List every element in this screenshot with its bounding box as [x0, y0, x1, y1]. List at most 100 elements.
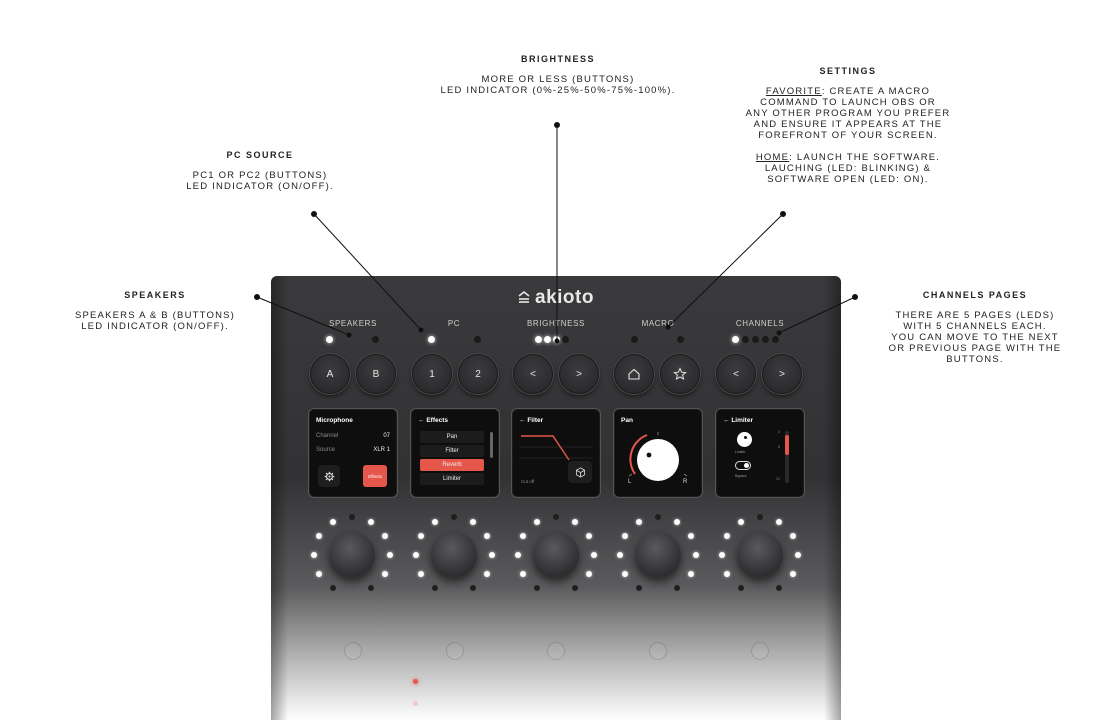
channels-next-button[interactable]: > [762, 354, 802, 394]
home-icon [628, 368, 640, 380]
effects-list-item[interactable]: Limiter [420, 473, 484, 485]
bypass-toggle[interactable] [735, 461, 751, 470]
channel-page-led [752, 336, 759, 343]
knob-ring-led [724, 571, 731, 577]
screen-title-text: Limiter [731, 417, 753, 424]
filter-type-button[interactable] [568, 461, 592, 483]
back-arrow-icon[interactable]: ← [418, 417, 427, 424]
channel-page-led [762, 336, 769, 343]
knob-ring-led [789, 533, 796, 539]
knob-ring-led [381, 533, 388, 539]
knob-ring-led [687, 533, 694, 539]
scale-bottom: 12 [776, 477, 780, 481]
annotation-line: MORE OR LESS (BUTTONS) [481, 74, 635, 85]
knob-ring-led [636, 519, 642, 526]
annotation-body: PC1 OR PC2 (BUTTONS) LED INDICATOR (ON/O… [186, 170, 334, 192]
channel-5-select-button[interactable] [751, 642, 769, 660]
brightness-led [562, 336, 569, 343]
knob-ring-led [693, 552, 699, 558]
knob-ring-led [655, 514, 661, 520]
pc1-led [428, 336, 435, 343]
gear-icon [324, 471, 334, 481]
screen-microphone: Microphone Channel 07 Source XLR 1 Effec… [309, 409, 397, 497]
channel-knob[interactable] [533, 532, 579, 578]
scrollbar[interactable] [490, 432, 493, 458]
brightness-less-button[interactable]: < [513, 354, 553, 394]
knob-ring-led [585, 571, 592, 577]
brightness-more-button[interactable]: > [559, 354, 599, 394]
channels-prev-button[interactable]: < [716, 354, 756, 394]
knob-ring-led [387, 552, 393, 558]
knob-ring-led [432, 584, 438, 591]
channel-2-select-button[interactable] [446, 642, 464, 660]
annotation-title: CHANNELS PAGES [922, 290, 1028, 300]
annotation-body: FAVORITE: CREATE A MACRO COMMAND TO LAUN… [728, 86, 968, 185]
knob-ring-led [795, 552, 801, 558]
status-led-red [413, 679, 418, 684]
knob-ring-led [674, 584, 680, 591]
favorite-button[interactable] [660, 354, 700, 394]
scale-mid: 6 [778, 445, 780, 449]
knob-ring-led [719, 552, 725, 558]
source-value: XLR 1 [373, 447, 390, 453]
scale-top: 0 [778, 430, 780, 434]
annotation-channels-pages: CHANNELS PAGES THERE ARE 5 PAGES (LEDS) … [860, 290, 1090, 365]
knob-ring-led [451, 514, 457, 520]
knob-ring-led [636, 584, 642, 591]
knob-ring-led [585, 533, 592, 539]
knob-ring-led [591, 552, 597, 558]
annotation-pc-source: PC SOURCE PC1 OR PC2 (BUTTONS) LED INDIC… [160, 150, 360, 192]
pc2-button[interactable]: 2 [458, 354, 498, 394]
channel-knob[interactable] [635, 532, 681, 578]
knob-ring-led [572, 519, 578, 526]
speaker-a-button[interactable]: A [310, 354, 350, 394]
speaker-b-button[interactable]: B [356, 354, 396, 394]
knob-ring-led [330, 584, 336, 591]
pan-dial [628, 432, 688, 481]
cube-icon [575, 466, 585, 478]
group-label-channels: CHANNELS [735, 319, 785, 328]
annotation-body: THERE ARE 5 PAGES (LEDS) WITH 5 CHANNELS… [888, 310, 1062, 365]
pc1-button[interactable]: 1 [412, 354, 452, 394]
knob-ring-led [515, 552, 521, 558]
channel-knob[interactable] [431, 532, 477, 578]
home-led [631, 336, 638, 343]
screen-title: ← Effects [418, 417, 448, 424]
annotation-title: SPEAKERS [124, 290, 186, 300]
annotation-body: SPEAKERS A & B (BUTTONS) LED INDICATOR (… [74, 310, 236, 332]
channel-knob[interactable] [737, 532, 783, 578]
limiter-knob[interactable] [737, 432, 752, 447]
cutoff-label: Cut off [521, 479, 535, 484]
channel-3-select-button[interactable] [547, 642, 565, 660]
home-button[interactable] [614, 354, 654, 394]
filter-curve [519, 435, 593, 461]
knob-ring-led [432, 519, 438, 526]
knob-ring-led [413, 552, 419, 558]
channel-4-select-button[interactable] [649, 642, 667, 660]
back-arrow-icon[interactable]: ← [519, 417, 528, 424]
annotation-title: PC SOURCE [226, 150, 294, 160]
effects-button[interactable]: Effects [363, 465, 387, 487]
annotation-body: MORE OR LESS (BUTTONS)LED INDICATOR (0%-… [410, 74, 706, 96]
screen-title: ← Limiter [723, 417, 753, 424]
knob-ring-led [724, 533, 731, 539]
effects-list-item[interactable]: Filter [420, 445, 484, 457]
knob-ring-led [674, 519, 680, 526]
akioto-controller: akioto SPEAKERS PC BRIGHTNESS MACRO CHAN… [271, 276, 841, 720]
effects-list-item[interactable]: Pan [420, 431, 484, 443]
screen-title-text: Filter [527, 417, 544, 424]
back-arrow-icon[interactable]: ← [723, 417, 732, 424]
effects-list-item[interactable]: Reverb [420, 459, 484, 471]
screen-limiter: ← Limiter Limiter Bypass 0 6 12 [716, 409, 804, 497]
knob-ring-led [687, 571, 694, 577]
settings-button[interactable] [318, 465, 340, 487]
knob-ring-led [553, 514, 559, 520]
group-label-pc: PC [447, 319, 461, 328]
channel-1-select-button[interactable] [344, 642, 362, 660]
limiter-meter [785, 431, 789, 483]
knob-ring-led [316, 571, 323, 577]
channel-knob[interactable] [329, 532, 375, 578]
logo-text: akioto [535, 287, 594, 308]
